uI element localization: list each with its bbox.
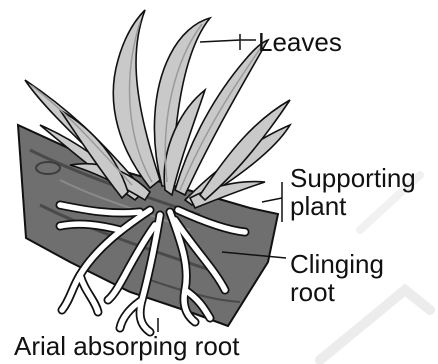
clinging-root-label-line2: root <box>290 278 335 306</box>
leaves-label: Leaves <box>258 28 342 56</box>
watermark-stroke <box>320 290 430 360</box>
supporting-plant-label-line1: Supporting <box>290 164 416 192</box>
clinging-root-label-line1: Clinging <box>290 250 384 278</box>
arial-absorbing-root-label: Arial absorping root <box>14 332 239 360</box>
leaves-leader <box>200 34 256 50</box>
supporting-plant-label-line2: plant <box>290 192 346 220</box>
